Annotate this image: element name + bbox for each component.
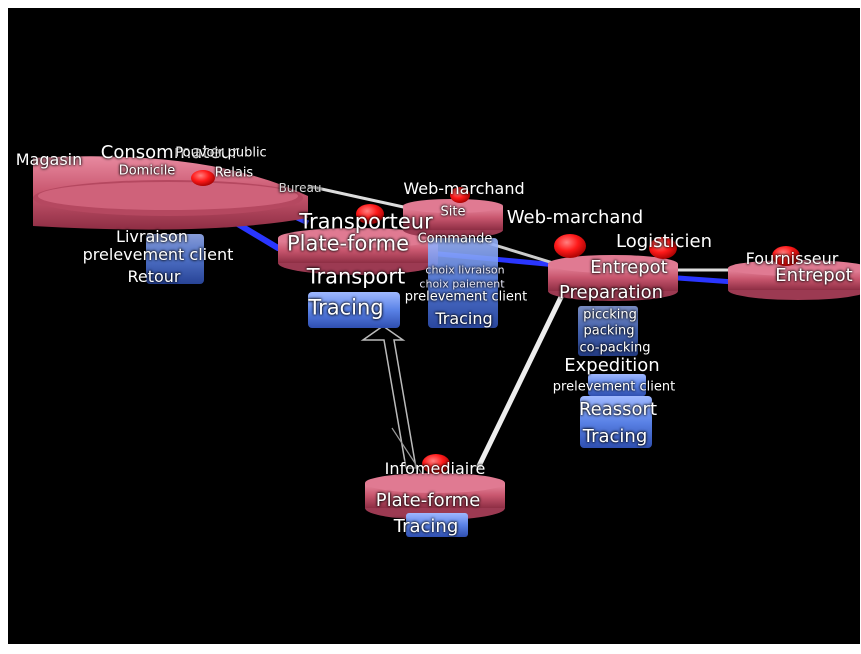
platform-infomediaire [365, 473, 505, 520]
platforms [33, 156, 860, 520]
label-commande: Commande [417, 231, 493, 247]
label-choix-livraison: choix livraison [425, 263, 505, 277]
label-web-marchand-1: Web-marchand [403, 179, 525, 198]
platform-web-marchand-site [403, 199, 503, 238]
scene-3d-view: Magasin Consommateur Pouvoir public Domi… [8, 8, 860, 644]
red-node-consommateur [191, 170, 215, 186]
edge-white-bureau-site [307, 184, 409, 210]
platform-magasin [33, 156, 308, 230]
label-prelevement-client-1: prelevement client [82, 245, 234, 264]
label-domicile: Domicile [118, 163, 176, 179]
scene-graphics [33, 156, 860, 537]
label-consommateur: Consommateur [100, 142, 240, 163]
block-tracing-4 [406, 513, 468, 537]
block-reassort [580, 396, 652, 448]
red-node-web-marchand-1 [450, 187, 470, 203]
label-tracing-3: Tracing [582, 426, 648, 447]
block-site-stack [428, 238, 498, 328]
label-bureau: Bureau [278, 181, 322, 195]
label-logisticien: Logisticien [616, 231, 712, 252]
red-nodes [191, 170, 800, 474]
block-tracing-1 [308, 292, 400, 328]
red-node-transporteur [356, 204, 384, 224]
label-plateforme-1: Plate-forme [287, 231, 409, 256]
label-site: Site [440, 204, 466, 220]
label-expedition: Expedition [564, 355, 660, 376]
label-entrepot-1: Entrepot [590, 257, 668, 278]
platform-transporteur [278, 228, 438, 275]
label-prelevement-client-3: prelevement client [552, 379, 676, 395]
label-tracing-1: Tracing [308, 295, 384, 320]
label-infomediaire: Infomediaire [384, 459, 486, 478]
label-co-packing: co-packing [579, 340, 651, 356]
block-prelevement-3 [588, 374, 646, 396]
label-reassort: Reassort [578, 399, 658, 420]
block-piccking [578, 306, 638, 356]
red-node-web-marchand-2 [554, 234, 586, 258]
red-node-fournisseur [772, 246, 800, 266]
label-piccking: piccking [583, 307, 637, 323]
label-magasin: Magasin [15, 150, 83, 169]
label-transport: Transport [306, 264, 406, 289]
label-pouvoir-public: Pouvoir public [175, 145, 267, 161]
platform-fournisseur [728, 260, 860, 300]
label-plateforme-2: Plate-forme [375, 490, 481, 511]
platform-entrepot [548, 255, 678, 301]
label-packing: packing [583, 323, 635, 339]
label-entrepot-2: Entrepot [775, 265, 853, 286]
label-web-marchand-2: Web-marchand [506, 207, 644, 228]
red-node-logisticien [649, 237, 677, 259]
label-retour: Retour [127, 267, 181, 286]
label-preparation: Preparation [559, 282, 663, 303]
block-livraison [146, 234, 204, 284]
label-transporteur: Transporteur [299, 209, 433, 234]
label-fournisseur: Fournisseur [745, 249, 839, 268]
label-relais: Relais [214, 165, 254, 181]
blue-blocks [146, 234, 652, 537]
label-tracing-2: Tracing [435, 309, 493, 328]
label-tracing-4: Tracing [393, 516, 459, 537]
edge-white-infomediaire-entrepot [475, 291, 566, 470]
label-choix-paiement: choix paiement [419, 277, 505, 291]
label-livraison: Livraison [116, 227, 188, 246]
red-node-infomediaire [422, 454, 450, 474]
label-prelevement-client-2: prelevement client [404, 289, 528, 305]
edge-arrow-outline [360, 325, 417, 469]
